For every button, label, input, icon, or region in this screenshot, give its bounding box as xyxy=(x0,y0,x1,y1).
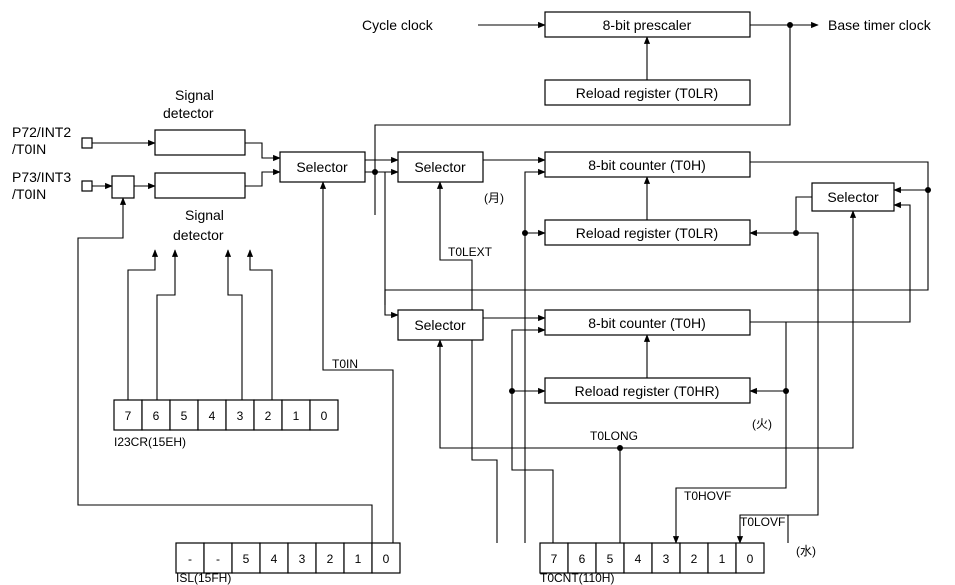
t0lovf-arrow xyxy=(736,514,818,544)
signal-detector-bot-label-1: Signal xyxy=(185,207,224,223)
i23cr-bit6-line xyxy=(156,249,179,400)
i23cr-bit: 5 xyxy=(181,409,188,423)
junction-dot xyxy=(372,169,378,175)
t0cnt-bit: 1 xyxy=(719,552,726,566)
t0hovf-label: T0HOVF xyxy=(684,489,731,503)
i23cr-bit: 2 xyxy=(265,409,272,423)
reload-t0lr-top-label: Reload register (T0LR) xyxy=(576,85,718,101)
note-mon: (月) xyxy=(484,191,504,205)
lower-counter-to-right-selector xyxy=(750,201,911,323)
pin-p72-label-2: /T0IN xyxy=(12,141,46,157)
reload-t0hr-label: Reload register (T0HR) xyxy=(575,383,720,399)
pin-p73-terminal xyxy=(81,180,93,192)
isl-bit: 4 xyxy=(271,552,278,566)
counter-t0h-upper-label: 8-bit counter (T0H) xyxy=(588,157,705,173)
signal-detector-top-label-1: Signal xyxy=(175,87,214,103)
i23cr-bit: 6 xyxy=(153,409,160,423)
prescaler-label: 8-bit prescaler xyxy=(603,17,692,33)
selector-upper-block xyxy=(397,151,484,183)
cycle-clock-label: Cycle clock xyxy=(362,17,434,33)
t0cnt-bit: 5 xyxy=(607,552,614,566)
t0cnt-bit: 7 xyxy=(551,552,558,566)
i23cr-bit2-line xyxy=(246,249,273,400)
base-timer-clock-label: Base timer clock xyxy=(828,17,932,33)
i23cr-register-name: I23CR(15EH) xyxy=(114,435,186,449)
junction-dot xyxy=(617,445,623,451)
junction-dot xyxy=(509,388,515,394)
i23cr-bit7-line xyxy=(127,249,159,400)
t0cnt-bit: 6 xyxy=(579,552,586,566)
signal-detector-top-label-2: detector xyxy=(163,105,214,121)
t0hovf-line xyxy=(672,391,787,544)
pin-select-gate xyxy=(111,175,135,199)
upper-counter-to-right-selector xyxy=(750,161,929,194)
t0long-line xyxy=(436,210,857,449)
t0cnt-bit6-to-lower-counter xyxy=(511,326,554,543)
isl-bit: 1 xyxy=(355,552,362,566)
pin-p73-label-1: P73/INT3 xyxy=(12,169,71,185)
t0lovf-line xyxy=(787,232,819,543)
isl-bit: - xyxy=(216,552,220,566)
main-to-lower-selector xyxy=(365,171,399,319)
selector-main-label: Selector xyxy=(296,159,348,175)
signal-detector-top-block xyxy=(154,129,246,156)
counter-t0h-lower-label: 8-bit counter (T0H) xyxy=(588,315,705,331)
i23cr-bit: 4 xyxy=(209,409,216,423)
t0cnt-bit: 0 xyxy=(747,552,754,566)
t0lovf-label: T0LOVF xyxy=(740,515,785,529)
selector-right-label: Selector xyxy=(827,189,879,205)
t0cnt-bit: 2 xyxy=(691,552,698,566)
t0cnt-register: 7 6 5 4 3 2 1 0 xyxy=(539,542,765,574)
signal-detector-bottom-block xyxy=(154,172,246,199)
t0cnt-bit: 4 xyxy=(635,552,642,566)
isl-bit: 5 xyxy=(243,552,250,566)
note-wed: (水) xyxy=(796,544,816,558)
i23cr-bit: 7 xyxy=(125,409,132,423)
selector-upper-label: Selector xyxy=(414,159,466,175)
i23cr-register: 7 6 5 4 3 2 1 0 xyxy=(113,399,339,431)
reload-t0lr-mid-label: Reload register (T0LR) xyxy=(576,225,718,241)
selector-main-block xyxy=(279,151,366,183)
t0lext-label: T0LEXT xyxy=(448,245,493,259)
t0cnt-register-name: T0CNT(110H) xyxy=(540,571,614,585)
isl-register: - - 5 4 3 2 1 0 xyxy=(175,542,401,574)
pin-p73-label-2: /T0IN xyxy=(12,186,46,202)
selector-lower-label: Selector xyxy=(414,317,466,333)
signal-detector-bot-label-2: detector xyxy=(173,227,224,243)
t0in-label: T0IN xyxy=(332,357,358,371)
isl-bit1-to-gate xyxy=(77,197,373,543)
i23cr-bit3-line xyxy=(224,249,243,400)
t0cnt-bit: 3 xyxy=(663,552,670,566)
detector-bot-to-selector xyxy=(245,168,281,187)
pin-p72-label-1: P72/INT2 xyxy=(12,124,71,140)
detector-top-to-selector xyxy=(245,142,281,162)
isl-register-name: ISL(15FH) xyxy=(176,571,231,585)
isl-bit: 3 xyxy=(299,552,306,566)
i23cr-bit: 1 xyxy=(293,409,300,423)
lower-counter-to-hr-reload xyxy=(749,321,787,395)
t0cnt-bit-to-upper-counter xyxy=(524,168,546,543)
junction-dot xyxy=(522,230,528,236)
i23cr-bit: 3 xyxy=(237,409,244,423)
isl-bit: 0 xyxy=(383,552,390,566)
isl-bit: - xyxy=(188,552,192,566)
t0in-line xyxy=(319,181,394,543)
t0long-label: T0LONG xyxy=(590,429,638,443)
isl-bit: 2 xyxy=(327,552,334,566)
note-tue: (火) xyxy=(752,417,772,431)
right-selector-to-mid-reload xyxy=(749,196,812,237)
t0lext-line xyxy=(436,181,498,543)
pin-p72-terminal xyxy=(81,137,93,149)
reload-t0lr-top-block xyxy=(544,79,751,106)
i23cr-bit: 0 xyxy=(321,409,328,423)
